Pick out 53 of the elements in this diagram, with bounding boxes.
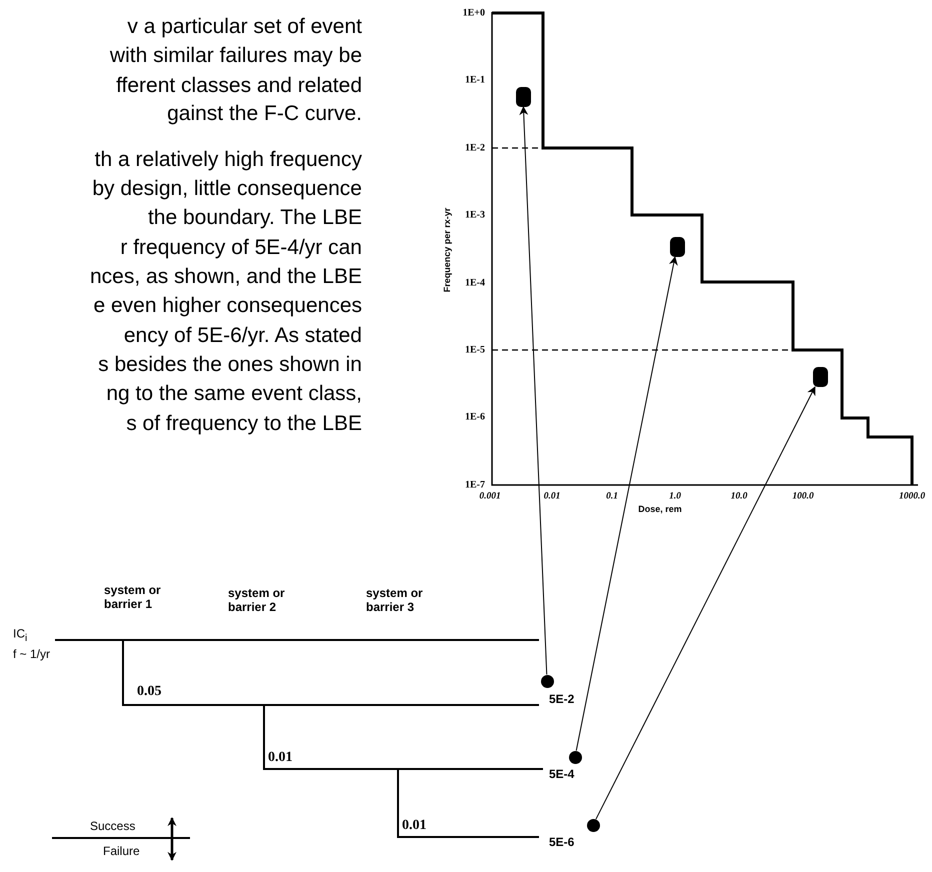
axis-tick-label: 1E+0 [462,7,485,19]
paragraph-text: r frequency of 5E-4/yr can [120,236,362,260]
paragraph-text: fferent classes and related [116,74,362,98]
end-dot [568,750,582,764]
sequence-frequency: 5E-6 [549,836,574,850]
axis-tick-label: 10.0 [730,492,748,502]
axis-tick-label: 0.001 [479,492,501,502]
branch-label: Failure [103,845,140,859]
axis-tick-label: 0.01 [544,492,560,502]
axis-title: Frequency per rx-yr [442,208,452,292]
sequence-frequency: 5E-2 [549,693,574,707]
frequency-label: f ~ 1/yr [13,648,50,662]
axis-tick-label: 1E-2 [465,142,485,154]
arrow [595,386,816,820]
axis-tick-label: 1E-6 [465,412,485,424]
axis-tick-label: 1000.0 [898,492,926,502]
axis-tick-label: 1.0 [669,492,681,502]
arrow [576,256,678,752]
column-header: system or barrier 1 [104,584,162,612]
paragraph-text: with similar failures may be [110,44,362,68]
axis-tick-label: 1E-3 [465,209,485,221]
paragraph-text: th a relatively high frequency [94,148,362,172]
paragraph-text: ng to the same event class, [106,382,362,406]
sequence-frequency: 5E-4 [549,768,574,782]
axis-tick-label: 0.1 [606,492,618,502]
end-dot [586,818,600,832]
paragraph-text: s of frequency to the LBE [126,412,362,436]
column-header: system or barrier 3 [366,587,424,615]
column-header: system or barrier 2 [228,587,286,615]
paragraph-text: ency of 5E-6/yr. As stated [124,324,362,348]
initiator-label: IC$_{i}$ [13,628,28,644]
axis-tick-label: 1E-1 [465,74,485,86]
probability-label: 0.05 [137,684,162,700]
paragraph-text: the boundary. The LBE [148,206,362,230]
data-point-marker [516,87,530,107]
paragraph-text: e even higher consequences [93,294,362,318]
paragraph-text: by design, little consequence [92,176,362,202]
paragraph-text: v a particular set of event [127,14,362,40]
end-dot [540,674,554,688]
probability-label: 0.01 [402,818,426,834]
paragraph-text: nces, as shown, and the LBE [90,264,362,290]
axis-tick-label: 1E-4 [465,276,485,288]
paragraph-text: s besides the ones shown in [98,352,362,378]
paragraph-text: gainst the F-C curve. [167,102,362,126]
probability-label: 0.01 [268,750,292,766]
axis-tick-label: 1E-7 [465,479,485,491]
axis-title: Dose, rem [638,504,682,514]
branch-label: Success [90,820,136,834]
axis-tick-label: 1E-5 [465,344,485,356]
arrow [519,106,548,675]
data-point-marker [812,367,828,387]
data-point-marker [670,237,684,257]
axis-tick-label: 100.0 [792,492,814,502]
